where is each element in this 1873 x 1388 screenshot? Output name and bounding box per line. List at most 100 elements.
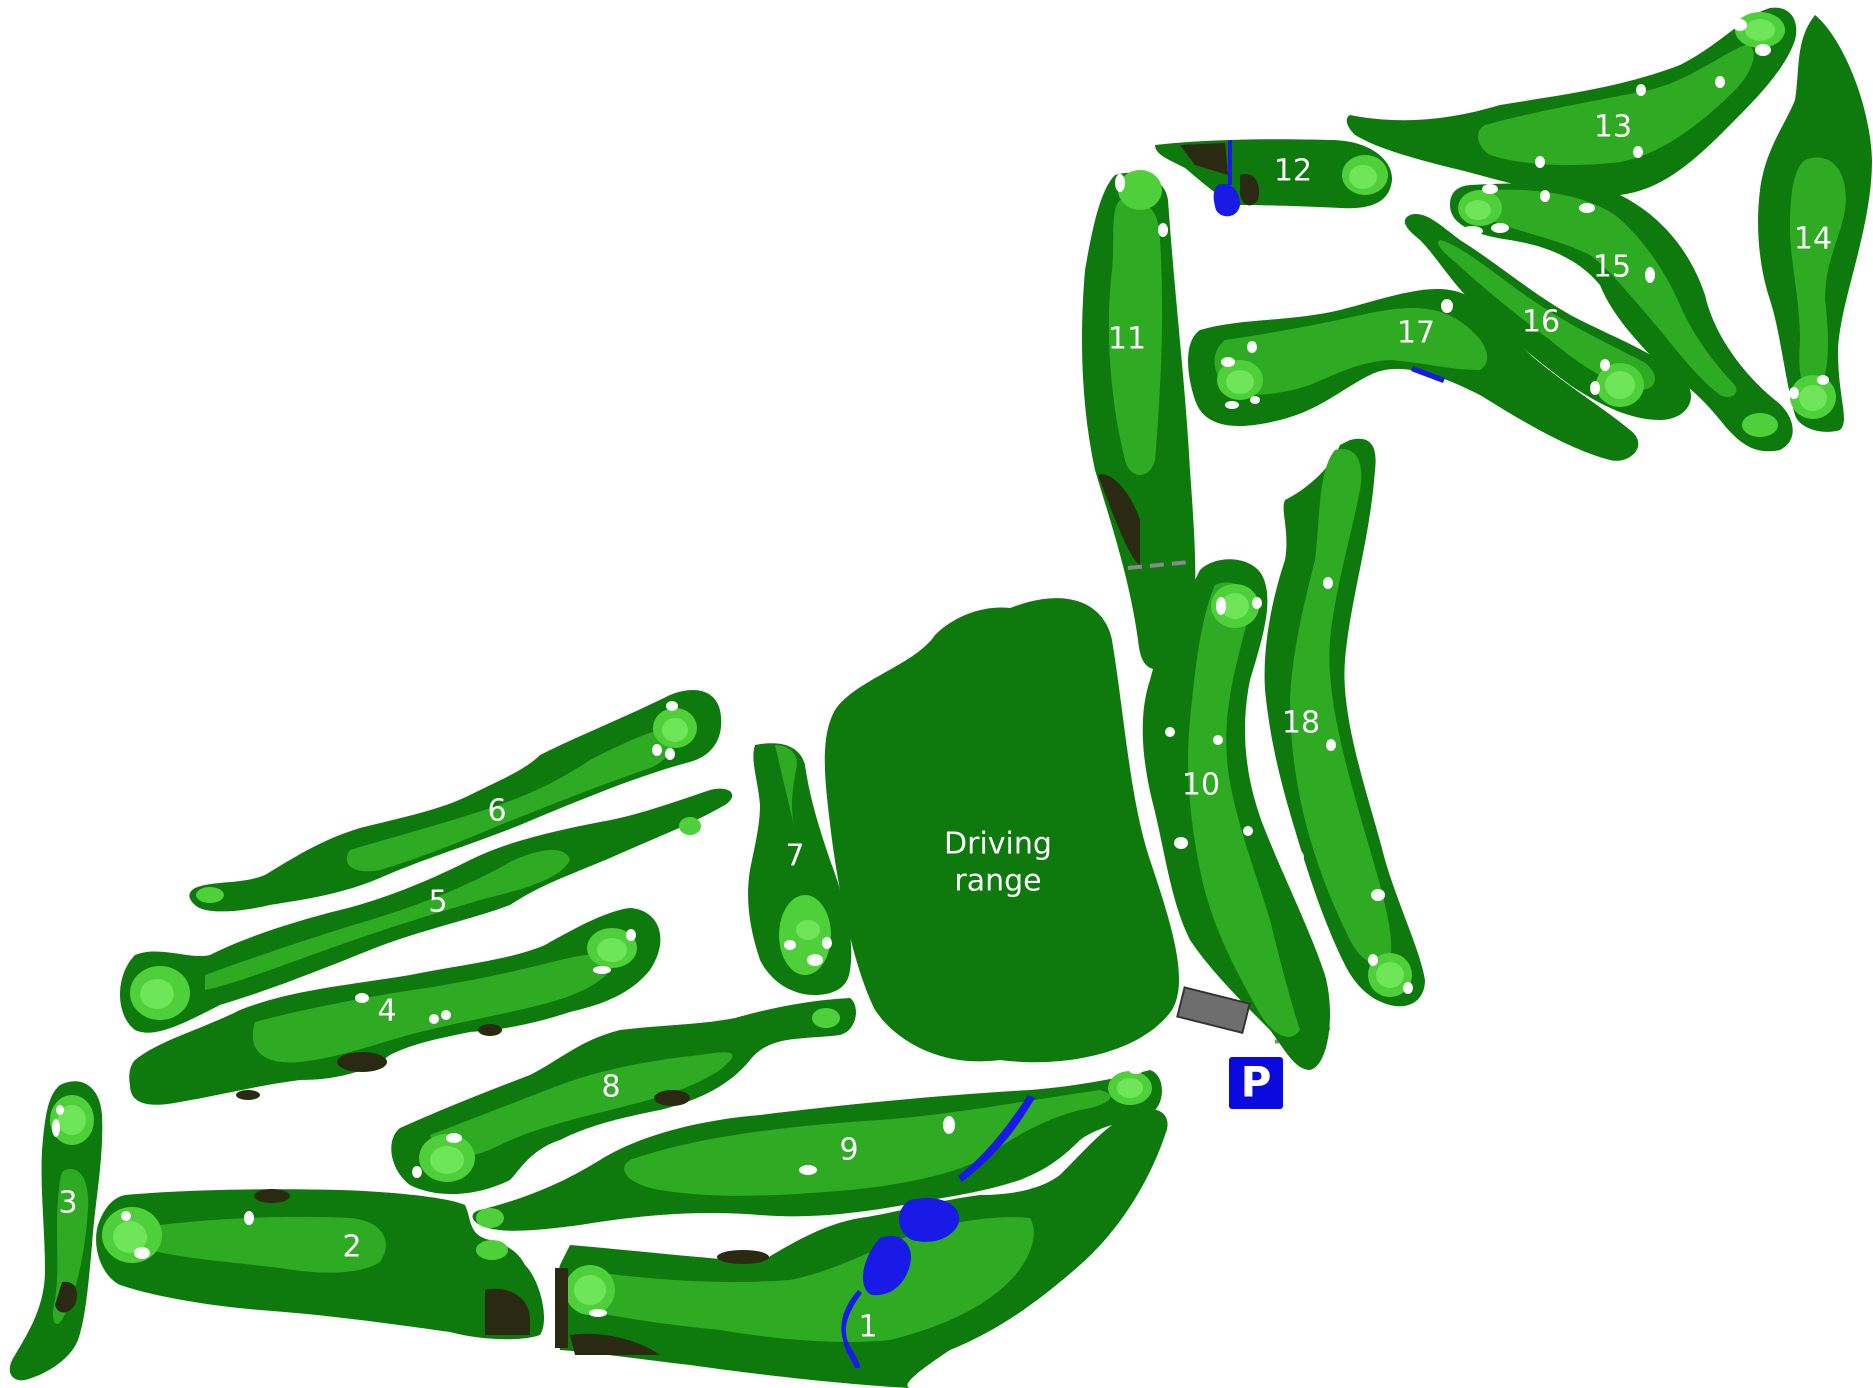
hole-3-bunker [56, 1105, 64, 1115]
hole-17-bunker [1247, 341, 1257, 353]
hole-5-number: 5 [428, 885, 447, 920]
hole-7-bunker [784, 940, 796, 950]
hole-3-bunker [52, 1119, 60, 1137]
hole-13-bunker [1535, 156, 1545, 168]
hole-1-stream [841, 1290, 862, 1368]
hole-15-bunker [1491, 223, 1509, 233]
hole-4-dirt [478, 1024, 502, 1036]
hole-3-number: 3 [58, 1186, 77, 1221]
hole-9-fairway [624, 1090, 1111, 1196]
hole-8-tee [812, 1008, 840, 1028]
parking-label: P [1241, 1058, 1272, 1107]
hole-2-dirt [485, 1288, 530, 1335]
hole-1-number: 1 [858, 1310, 877, 1345]
hole-16-number: 16 [1522, 305, 1560, 340]
hole-13-fairway [1478, 45, 1754, 166]
hole-15-bunker [1645, 267, 1655, 283]
hole-5: 5 [120, 788, 733, 1033]
hole-4: 4 [129, 908, 661, 1105]
hole-3: 3 [9, 1081, 103, 1381]
hole-7: 7 [748, 743, 852, 995]
hole-16: 16 [1404, 214, 1691, 420]
hole-6-outline [189, 690, 722, 912]
hole-16-green-core [1605, 371, 1635, 399]
hole-12-stream [1228, 140, 1232, 185]
hole-17-bunker [1250, 396, 1260, 404]
hole-10-fairway [1188, 582, 1300, 1037]
hole-5-tee [679, 817, 701, 835]
hole-18-bunker [1403, 982, 1413, 994]
hole-1-pond [862, 1235, 911, 1296]
hole-11: 11 [1082, 170, 1196, 671]
hole-8-dirt [654, 1090, 690, 1106]
hole-9-bunker [1129, 1066, 1143, 1074]
hole-10-bunker [1252, 597, 1262, 609]
hole-17-bunker [1221, 357, 1235, 367]
hole-15-fairway [1482, 189, 1737, 397]
hole-3-green-core [58, 1105, 86, 1135]
hole-2-fairway [144, 1216, 386, 1273]
hole-6-tee [196, 887, 224, 903]
hole-7-bunker [822, 937, 832, 949]
hole-16-bunker [1590, 381, 1600, 395]
hole-15-bunker [1482, 184, 1498, 194]
driving-range-label-line1: Driving [944, 827, 1052, 862]
hole-18-bunker [1371, 889, 1385, 901]
hole-6-green-core [662, 718, 688, 742]
hole-17-green-core [1226, 370, 1254, 394]
hole-14-bunker [1817, 375, 1829, 385]
hole-10-green-core [1221, 593, 1249, 619]
hole-10-bunker [1243, 826, 1253, 836]
hole-11-tee-marker [1127, 560, 1191, 570]
hole-2-tee [476, 1240, 508, 1260]
hole-15-bunker [1461, 226, 1483, 236]
hole-6-bunker [665, 748, 675, 760]
hole-10-bunker [1165, 727, 1175, 737]
hole-6-number: 6 [487, 794, 506, 829]
hole-9-number: 9 [839, 1133, 858, 1168]
hole-14-fairway [1790, 157, 1846, 395]
driving-range: Driving range [824, 598, 1180, 1063]
hole-4-number: 4 [377, 994, 396, 1029]
hole-9-tee [476, 1208, 504, 1228]
hole-5-fairway [205, 850, 570, 990]
hole-15-tee [1742, 413, 1778, 437]
hole-4-bunker [626, 929, 636, 941]
hole-4-dirt [236, 1090, 260, 1100]
hole-17-bunker [1225, 401, 1239, 409]
hole-9: 9 [472, 1066, 1162, 1231]
hole-11-bunker [1158, 223, 1168, 237]
hole-12-number: 12 [1274, 154, 1312, 189]
hole-1: 1 [555, 1109, 1168, 1388]
hole-4-bunker [355, 993, 369, 1003]
hole-8-number: 8 [601, 1070, 620, 1105]
driving-range-area [824, 598, 1180, 1063]
hole-4-green-core [597, 938, 627, 962]
hole-13-bunker [1733, 19, 1747, 31]
hole-7-fairway [775, 745, 797, 830]
hole-18-bunker [1368, 954, 1378, 966]
hole-12-dirt [1240, 174, 1260, 206]
hole-12: 12 [1155, 139, 1393, 217]
hole-4-fairway [252, 954, 615, 1063]
hole-1-fairway [573, 1217, 1034, 1342]
hole-13-bunker [1633, 146, 1643, 158]
hole-6: 6 [189, 690, 722, 912]
hole-13-outline [1346, 7, 1797, 196]
hole-15: 15 [1450, 183, 1793, 452]
hole-18-number: 18 [1282, 706, 1320, 741]
hole-18-bunker [1326, 739, 1336, 751]
clubhouse [1176, 986, 1251, 1034]
hole-13-bunker [1636, 84, 1646, 96]
hole-4-dirt [337, 1052, 387, 1072]
hole-10-bunker [1174, 837, 1188, 849]
hole-1-green-core [574, 1275, 606, 1305]
hole-4-bunker [429, 1014, 439, 1024]
hole-10-bunker [1216, 597, 1226, 615]
hole-18-fairway [1290, 449, 1392, 964]
hole-6-bunker [652, 744, 662, 756]
hole-4-bunker [441, 1010, 451, 1020]
hole-10-number: 10 [1182, 768, 1220, 803]
hole-1-dirt [570, 1333, 660, 1355]
